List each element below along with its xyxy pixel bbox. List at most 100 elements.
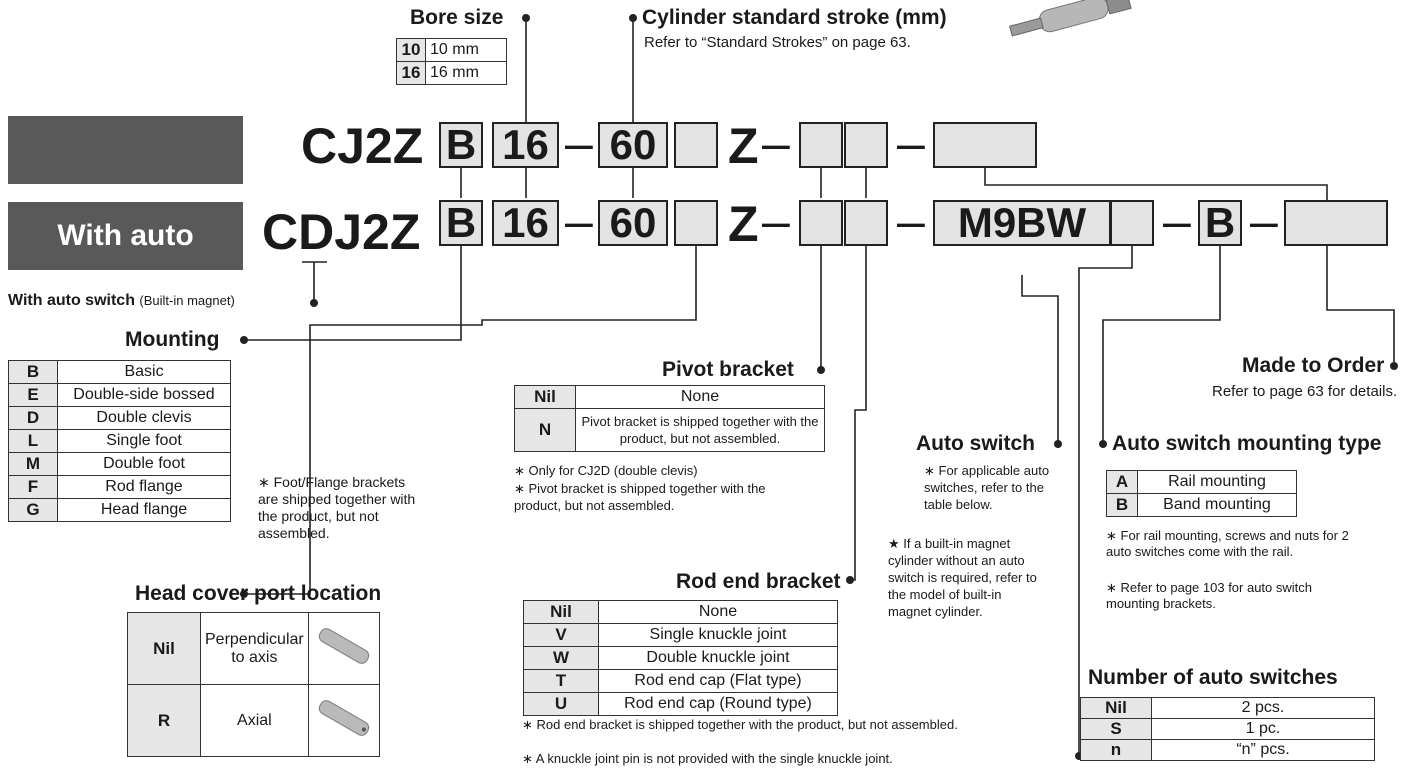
table-row: MDouble foot [9, 453, 231, 476]
mounting-desc: Head flange [58, 499, 231, 522]
table-row: R Axial [128, 685, 380, 757]
rod-end-desc: None [599, 601, 838, 624]
row1-port-slot [674, 122, 718, 168]
head-cover-desc: Axial [201, 685, 309, 757]
pivot-desc: Pivot bracket is shipped together with t… [576, 409, 825, 452]
row2-dash: – [565, 196, 593, 246]
row1-model-prefix: CJ2Z [301, 121, 423, 171]
head-cover-table: Nil Perpendicular to axis R Axial [127, 612, 380, 757]
rod-end-desc: Double knuckle joint [599, 647, 838, 670]
pivot-code: Nil [515, 386, 576, 409]
row2-auto-switch-code: M9BW [933, 200, 1111, 246]
made-to-order-note: Refer to page 63 for details. [1212, 383, 1397, 400]
mounting-code: L [9, 430, 58, 453]
rod-end-desc: Rod end cap (Round type) [599, 693, 838, 716]
row2-stroke-code: 60 [598, 200, 668, 246]
num-switches-table: Nil2 pcs. S1 pc. n“n” pcs. [1080, 697, 1375, 761]
row2-port-slot [674, 200, 718, 246]
num-switches-desc: “n” pcs. [1152, 740, 1375, 761]
row2-dash: – [897, 196, 925, 246]
row1-mounting-code: B [439, 122, 483, 168]
row2-dash: – [1250, 196, 1278, 246]
mounting-desc: Rod flange [58, 476, 231, 499]
mounting-desc: Single foot [58, 430, 231, 453]
row2-dash: – [762, 196, 790, 246]
auto-switch-star-note: ★ If a built-in magnet cylinder without … [888, 535, 1048, 620]
rod-end-desc: Rod end cap (Flat type) [599, 670, 838, 693]
table-row: 16 16 mm [397, 62, 507, 85]
mounting-type-title: Auto switch mounting type [1112, 432, 1381, 456]
table-row: n“n” pcs. [1081, 740, 1375, 761]
head-cover-code: R [128, 685, 201, 757]
row2-pivot-slot [799, 200, 843, 246]
mounting-type-table: ARail mounting BBand mounting [1106, 470, 1297, 517]
stroke-title: Cylinder standard stroke (mm) [642, 6, 947, 30]
mounting-title: Mounting [125, 328, 219, 352]
rod-end-code: W [524, 647, 599, 670]
bore-code: 16 [397, 62, 426, 85]
num-switches-desc: 2 pcs. [1152, 698, 1375, 719]
rod-end-code: Nil [524, 601, 599, 624]
stroke-note: Refer to “Standard Strokes” on page 63. [644, 34, 911, 51]
head-cover-code: Nil [128, 613, 201, 685]
auto-switch-note-sub: (Built-in magnet) [139, 293, 234, 308]
rod-end-title: Rod end bracket [676, 570, 841, 594]
standard-model-label-box [8, 116, 243, 184]
mounting-code: G [9, 499, 58, 522]
perpendicular-port-image [308, 613, 379, 685]
pivot-note-1: ∗ Only for CJ2D (double clevis) [514, 462, 698, 479]
auto-switch-title: Auto switch [916, 432, 1035, 456]
rod-end-note-2: ∗ A knuckle joint pin is not provided wi… [522, 750, 1082, 767]
table-row: VSingle knuckle joint [524, 624, 838, 647]
row2-mounting-type-code: B [1198, 200, 1242, 246]
mounting-code: E [9, 384, 58, 407]
mounting-type-note-1: ∗ For rail mounting, screws and nuts for… [1106, 528, 1368, 560]
table-row: 10 10 mm [397, 39, 507, 62]
row2-mounting-code: B [439, 200, 483, 246]
num-switches-desc: 1 pc. [1152, 719, 1375, 740]
axial-port-image [308, 685, 379, 757]
rod-end-desc: Single knuckle joint [599, 624, 838, 647]
pivot-code: N [515, 409, 576, 452]
row2-bore-code: 16 [492, 200, 559, 246]
cylinder-product-image [1008, 0, 1132, 42]
mounting-note: ∗ Foot/Flange brackets are shipped toget… [258, 474, 428, 542]
made-to-order-title: Made to Order [1242, 354, 1384, 378]
mounting-code: D [9, 407, 58, 430]
row2-made-to-order-slot [1284, 200, 1388, 246]
table-row: BBand mounting [1107, 494, 1297, 517]
num-switches-code: n [1081, 740, 1152, 761]
mounting-desc: Double-side bossed [58, 384, 231, 407]
auto-switch-note-main: With auto switch [8, 292, 135, 309]
rod-end-code: T [524, 670, 599, 693]
row2-model-prefix: CDJ2Z [262, 207, 420, 257]
auto-switch-magnet-note: With auto switch (Built-in magnet) [8, 292, 235, 310]
table-row: Nil2 pcs. [1081, 698, 1375, 719]
bore-size-table: 10 10 mm 16 16 mm [396, 38, 507, 85]
rod-end-note-1: ∗ Rod end bracket is shipped together wi… [522, 717, 1062, 733]
mounting-code: B [9, 361, 58, 384]
bore-desc: 10 mm [426, 39, 507, 62]
mounting-code: F [9, 476, 58, 499]
row1-dash: – [897, 118, 925, 168]
bore-size-title: Bore size [410, 6, 503, 30]
row1-pivot-slot [799, 122, 843, 168]
bore-desc: 16 mm [426, 62, 507, 85]
row1-dash: – [565, 118, 593, 168]
with-auto-switch-label-box: With auto switch [8, 202, 243, 270]
row1-z-code: Z [728, 121, 759, 171]
auto-switch-note: ∗ For applicable auto switches, refer to… [924, 462, 1066, 513]
pivot-desc: None [576, 386, 825, 409]
rod-end-code: U [524, 693, 599, 716]
